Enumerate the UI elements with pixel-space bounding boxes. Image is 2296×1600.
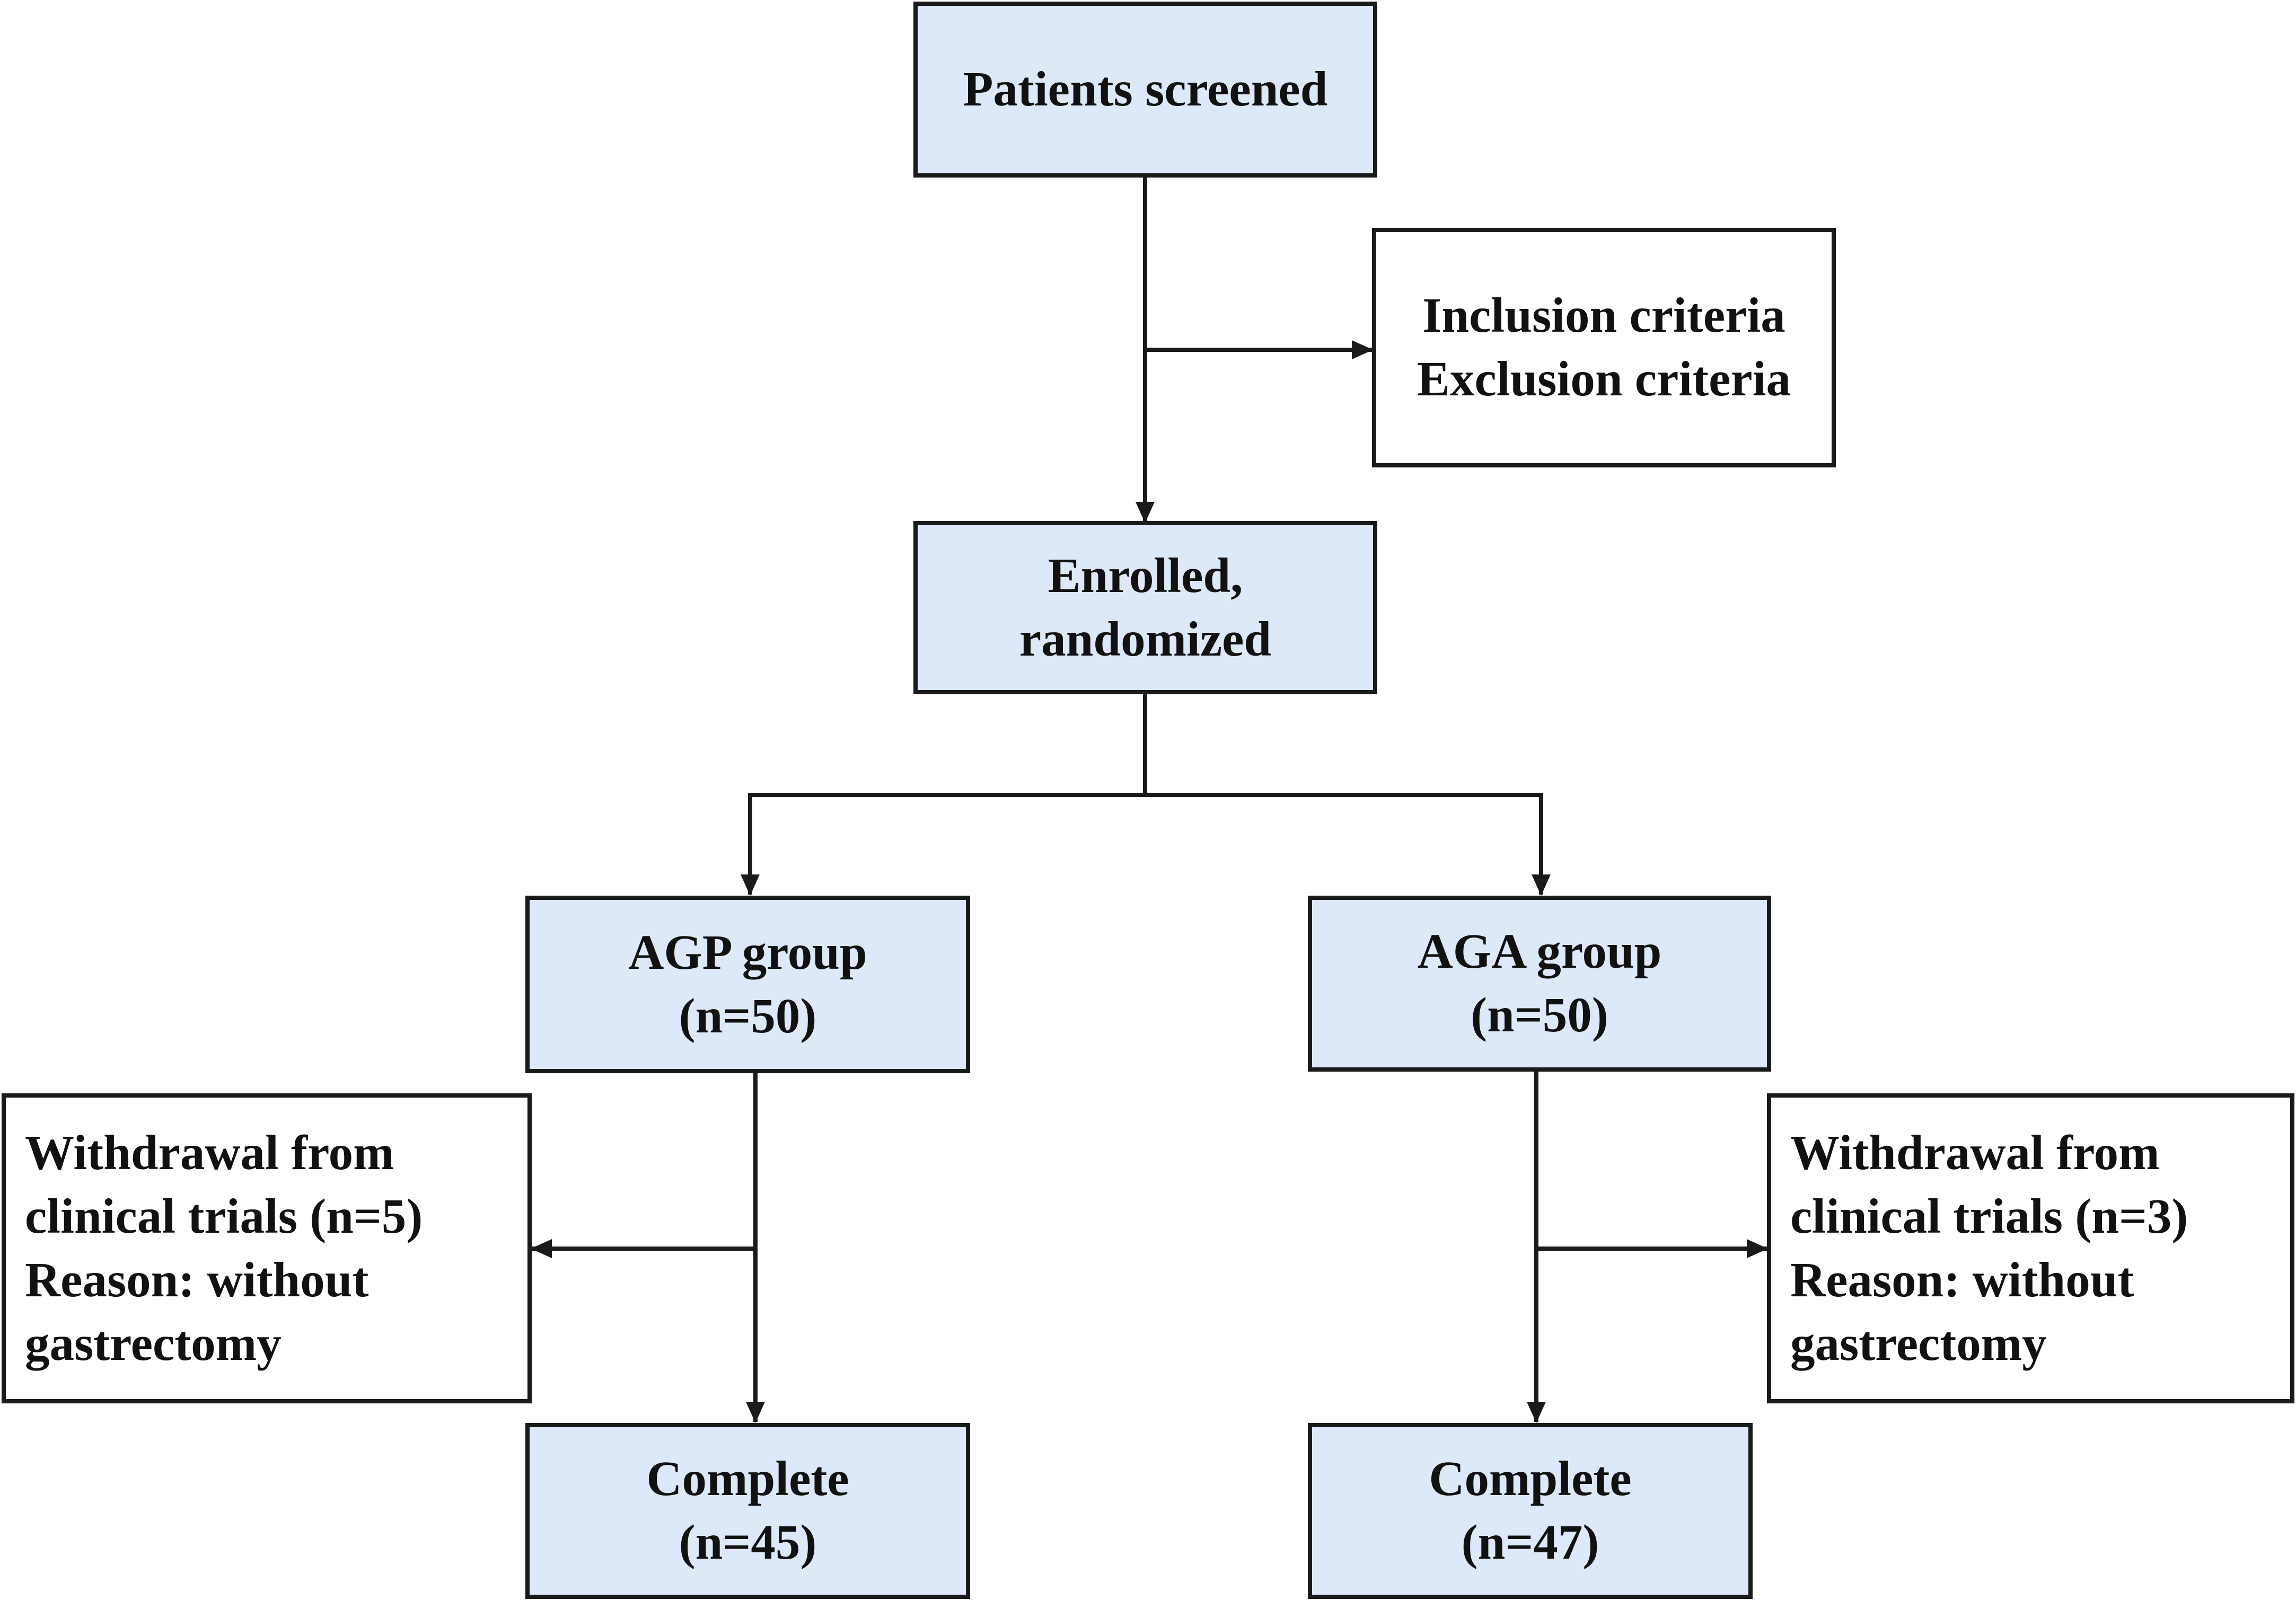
box-line: Complete <box>646 1452 849 1506</box>
box-line: Reason: without <box>1790 1252 2134 1307</box>
aga-group-box: AGA group (n=50) <box>1308 896 1771 1072</box>
box-line: AGA group <box>1417 924 1662 979</box>
box-line: Exclusion criteria <box>1417 352 1791 406</box>
box-line: (n=50) <box>679 988 817 1044</box>
agp-group-box: AGP group (n=50) <box>525 896 970 1073</box>
aga-complete-box: Complete (n=47) <box>1308 1423 1753 1599</box>
box-line: gastrectomy <box>25 1316 281 1371</box>
box-line: Reason: without <box>25 1252 369 1307</box>
box-line: clinical trials (n=5) <box>25 1189 423 1244</box>
agp-withdrawal-box: Withdrawal from clinical trials (n=5) Re… <box>2 1093 532 1403</box>
box-line: Inclusion criteria <box>1422 288 1785 343</box>
patients-screened-box: Patients screened <box>913 2 1377 178</box>
criteria-box: Inclusion criteria Exclusion criteria <box>1372 228 1836 467</box>
box-line: Complete <box>1429 1452 1632 1506</box>
box-line: Patients screened <box>963 62 1328 117</box>
box-line: gastrectomy <box>1790 1316 2047 1371</box>
box-line: clinical trials (n=3) <box>1790 1189 2188 1244</box>
aga-withdrawal-box: Withdrawal from clinical trials (n=3) Re… <box>1767 1093 2294 1403</box>
box-line: (n=47) <box>1461 1515 1599 1570</box>
box-line: (n=45) <box>679 1515 817 1570</box>
box-line: Withdrawal from <box>1790 1125 2160 1180</box>
box-line: (n=50) <box>1471 988 1608 1042</box>
box-line: AGP group <box>628 925 867 980</box>
box-line: randomized <box>1019 612 1272 667</box>
box-line: Enrolled, <box>1048 548 1243 603</box>
box-line: Withdrawal from <box>25 1125 394 1180</box>
agp-complete-box: Complete (n=45) <box>525 1423 970 1599</box>
enrolled-box: Enrolled, randomized <box>913 521 1377 694</box>
